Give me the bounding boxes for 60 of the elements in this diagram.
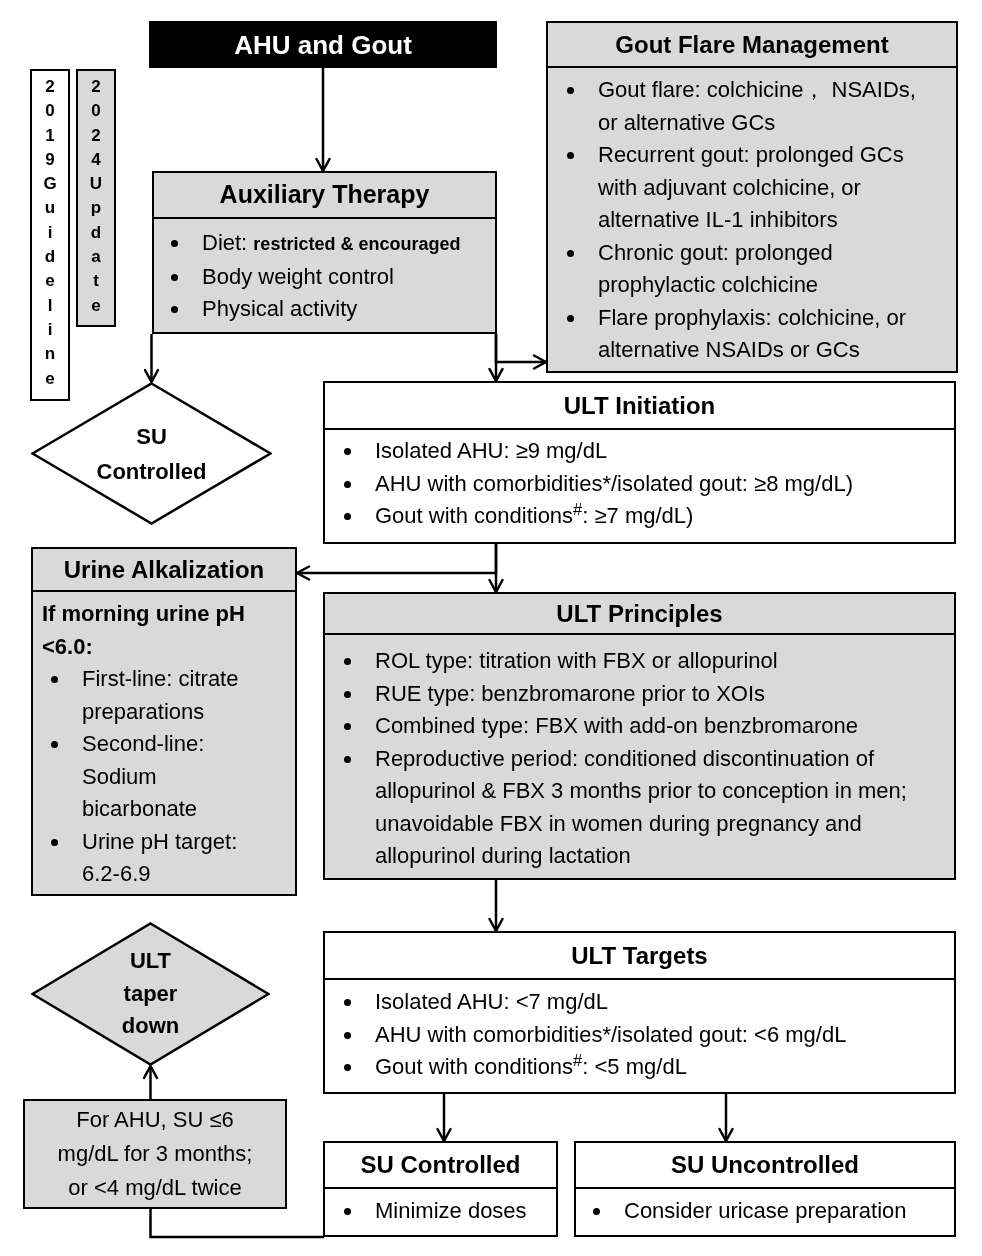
box-title: AHU and Gout [234,31,412,58]
box-heading: ULT Targets [325,933,954,980]
bullet-item: AHU with comorbidities*/isolated gout: <6 mg/dL [341,1018,944,1051]
process-box [546,21,958,373]
decision-label: SU Controlled [95,422,208,486]
box-heading: SU Controlled [325,1143,556,1189]
arrow [143,334,160,384]
bullet-item: Minimize doses [341,1195,550,1228]
vertical-label: 2019Guideline [43,76,57,390]
arrow [315,68,331,173]
box-heading: Urine Alkalization [33,549,295,592]
bullet-item: RUE type: benzbromarone prior to XOIs [341,677,934,710]
bullet-item: Physical activity [168,293,489,326]
process-box [574,1141,956,1237]
arrow [142,1064,159,1099]
bullet-item: Combined type: FBX with add-on benzbromarone [341,710,934,743]
bullet-item: Gout flare: colchicine， NSAIDs, or alternative GCs [564,74,934,139]
box-heading: Auxiliary Therapy [154,173,495,219]
connector-line [149,1209,324,1239]
box-heading: ULT Initiation [325,383,954,430]
bullet-item: Reproductive period: conditioned discontinuation of allopurinol & FBX 3 months prior to conception in men; unavoidable FBX in women during pregnancy and allopurinol during lactation [341,742,934,873]
process-box [323,931,956,1094]
arrow [488,544,504,594]
bullet-item: Isolated AHU: <7 mg/dL [341,986,944,1019]
process-box [31,547,297,896]
header-box [149,21,497,68]
bullet-item: Gout with conditions$^{#}$: <5 mg/dL [341,1051,944,1084]
decision-diamond [31,382,272,525]
arrow [718,1094,734,1143]
process-box [323,592,956,880]
arrow [488,880,504,933]
bullet-item: Recurrent gout: prolonged GCs with adjuvant colchicine, or alternative IL-1 inhibitors [564,139,934,237]
bullet-item: Gout with conditions$^{#}$: ≥7 mg/dL) [341,500,944,533]
process-box [323,1141,558,1237]
bullet-item: Diet: restricted & encouraged [168,227,489,261]
vertical-tab [76,69,116,327]
bullet-item: Isolated AHU: ≥9 mg/dL [341,435,944,468]
bullet-item: Chronic gout: prolonged prophylactic colchicine [564,236,934,302]
decision-label: ULT taper down [120,947,181,1041]
arrow [494,334,548,370]
bullet-item: Urine pH target: 6.2-6.9 [48,825,273,891]
vertical-tab [30,69,70,401]
bullet-item: Flare prophylaxis: colchicine, or alternative NSAIDs or GCs [564,301,934,367]
box-heading: ULT Principles [325,594,954,635]
bullet-item: Second-line: Sodium bicarbonate [48,728,273,826]
decision-diamond [31,922,270,1066]
box-heading: SU Uncontrolled [576,1143,954,1189]
bullet-item: AHU with comorbidities*/isolated gout: ≥8 mg/dL) [341,467,944,500]
condition-box [23,1099,287,1209]
condition-text: If morning urine pH <6.0: [41,600,246,661]
vertical-label: 2024Update [89,76,103,317]
bullet-item: ROL type: titration with FBX or allopurinol [341,645,934,678]
bullet-item: Body weight control [168,260,489,293]
box-heading: Gout Flare Management [548,23,956,68]
process-box [152,171,497,334]
condition-text: For AHU, SU ≤6 mg/dL for 3 months; or <4 mg/dL twice [56,1106,254,1202]
process-box [323,381,956,544]
arrow [436,1094,452,1143]
bullet-item: First-line: citrate preparations [48,663,273,728]
bullet-item: Consider uricase preparation [590,1195,948,1228]
